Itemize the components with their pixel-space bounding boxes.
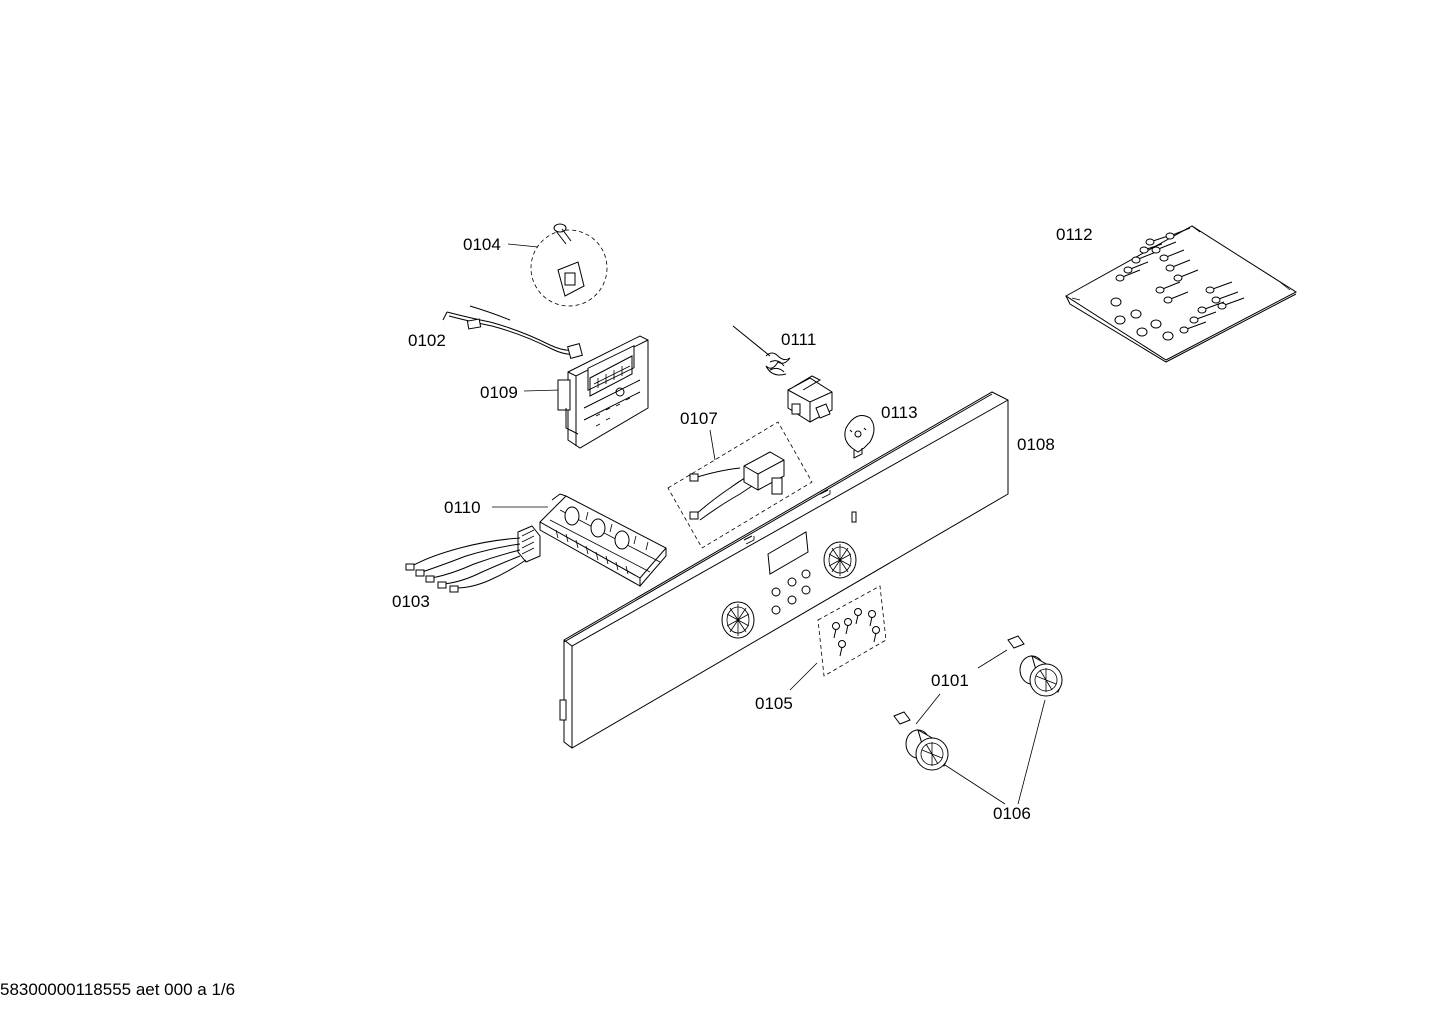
part-0105-screws [817, 585, 887, 677]
label-0103[interactable]: 0103 [392, 592, 430, 611]
label-0111[interactable]: 0111 [781, 330, 816, 349]
part-0104-screw-clip [530, 223, 608, 307]
label-0110[interactable]: 0110 [444, 498, 481, 517]
label-0104[interactable]: 0104 [463, 235, 501, 254]
part-0108-control-panel [559, 391, 1009, 749]
leader-lines [492, 243, 1046, 805]
part-0111-thermostat [732, 325, 833, 423]
part-0102-cable [442, 305, 583, 359]
part-0103-wire-harness [405, 525, 541, 593]
part-0112-screw-bag [1065, 225, 1297, 363]
label-0101[interactable]: 0101 [931, 671, 969, 690]
label-0112[interactable]: 0112 [1056, 225, 1093, 244]
part-0110-switch-board [539, 493, 667, 587]
label-0105[interactable]: 0105 [755, 694, 793, 713]
label-0109[interactable]: 0109 [480, 383, 518, 402]
label-0107[interactable]: 0107 [680, 409, 718, 428]
label-0113[interactable]: 0113 [881, 403, 918, 422]
label-0106[interactable]: 0106 [993, 804, 1031, 823]
part-0109-display-module [557, 335, 649, 449]
part-0106-knobs [905, 654, 1063, 771]
part-0107-switch [667, 421, 813, 549]
document-footer-id: 58300000118555 aet 000 a 1/6 [0, 980, 236, 999]
label-0108[interactable]: 0108 [1017, 435, 1055, 454]
part-0101-caps [893, 635, 1025, 725]
label-0102[interactable]: 0102 [408, 331, 446, 350]
part-0113-plate [844, 415, 875, 459]
